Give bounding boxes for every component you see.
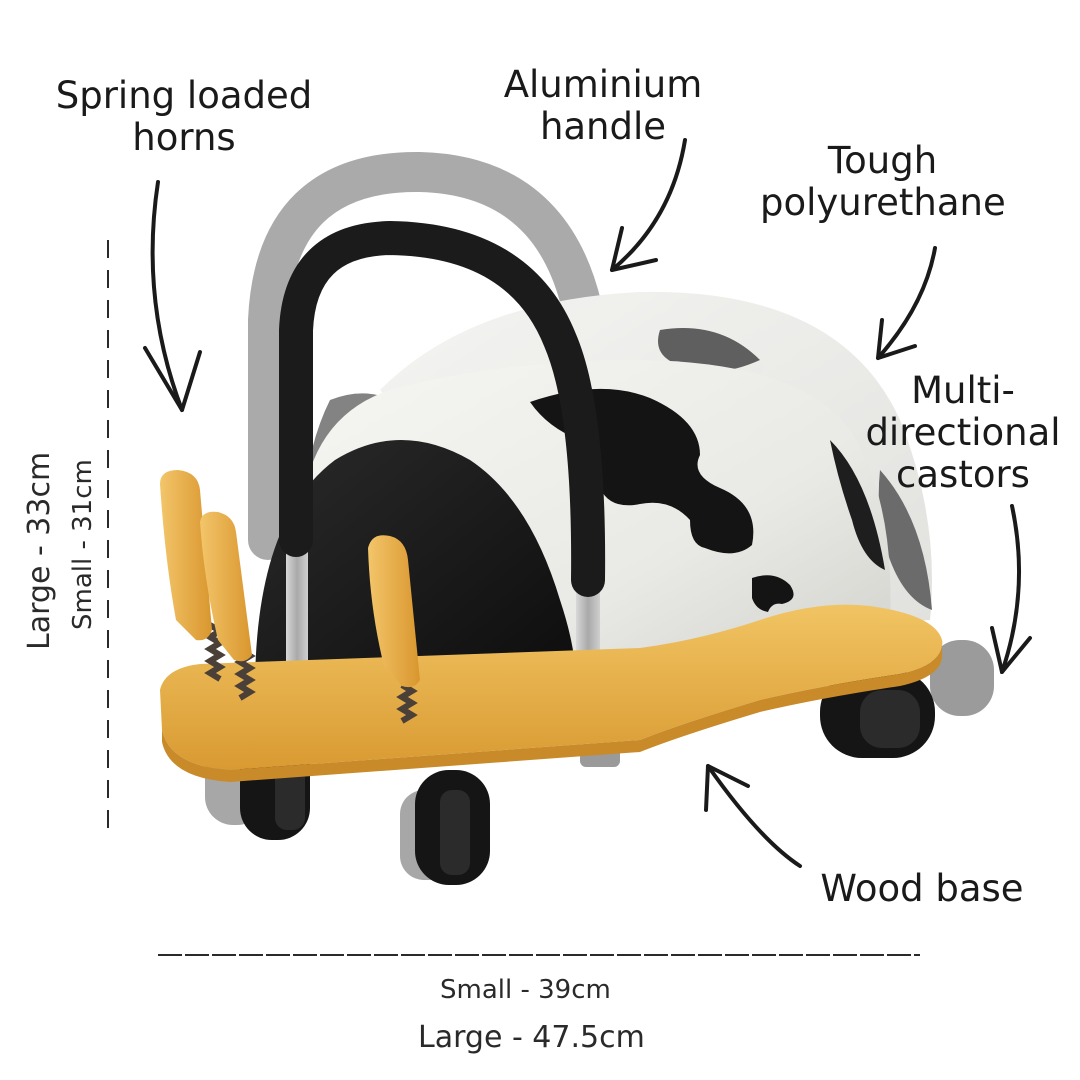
arrow-castors [1000, 504, 1021, 674]
arrowhead-horns [143, 346, 202, 412]
annotation-arrows [143, 138, 1032, 868]
arrowhead-shell [876, 318, 917, 360]
label-shell: Tough polyurethane [760, 139, 1006, 224]
height-small-label: Small - 31cm [68, 459, 98, 630]
label-horns: Spring loaded horns [55, 74, 313, 159]
arrowhead-castors [990, 626, 1032, 674]
arrowhead-base [704, 764, 750, 812]
cow-patch-small [752, 575, 794, 612]
width-small-label: Small - 39cm [440, 975, 611, 1005]
cow-head [255, 440, 576, 700]
arrow-shell [876, 246, 937, 360]
ghost-patch-side [878, 470, 932, 610]
ghost-handle [248, 151, 610, 560]
label-castors: Multi- directional castors [865, 369, 1061, 496]
arrow-handle [610, 138, 687, 272]
height-large-label: Large - 33cm [22, 451, 57, 650]
wooden-base [160, 604, 943, 782]
label-base: Wood base [820, 867, 1024, 910]
ghost-patch [658, 328, 760, 372]
cow-patch-side [830, 440, 885, 570]
spring-horns [160, 470, 420, 724]
arrow-base [706, 764, 802, 868]
arrow-horns [150, 180, 184, 412]
arrowhead-handle [610, 226, 658, 272]
width-large-label: Large - 47.5cm [418, 1020, 645, 1055]
label-handle: Aluminium handle [503, 63, 703, 148]
ghost-wheel-right [930, 640, 994, 716]
